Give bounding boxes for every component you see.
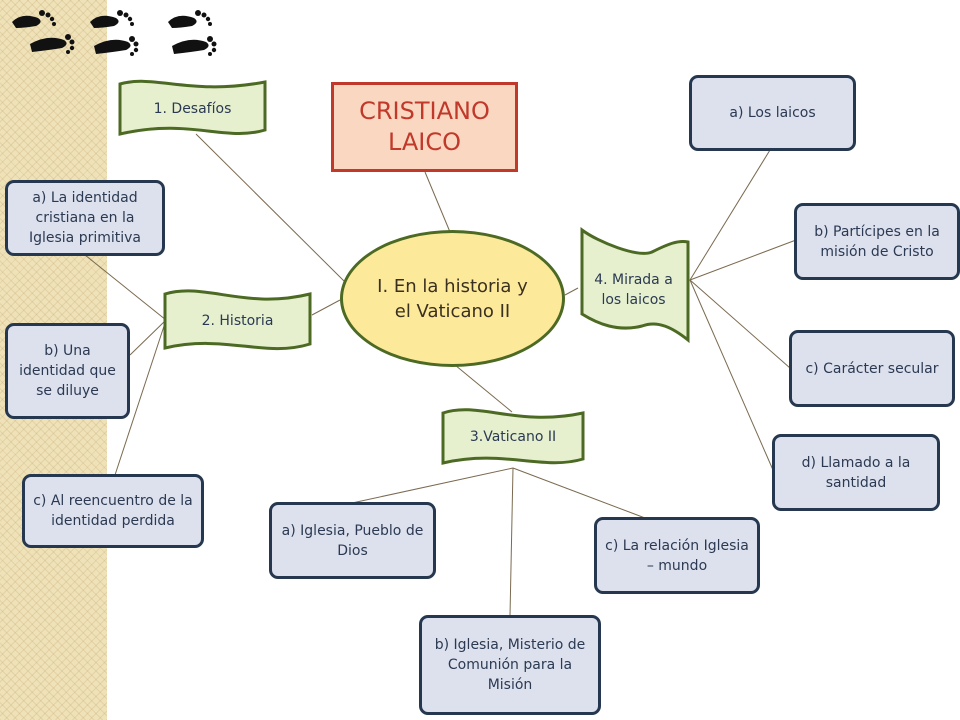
banner-mirada-laicos: 4. Mirada a los laicos [578,227,691,344]
connector-line [512,467,646,519]
footprints-icon [168,10,217,56]
node-text: c) Carácter secular [805,360,939,377]
connector-line [311,299,341,316]
node-text: a) Los laicos [729,105,816,121]
connector-line [114,319,167,476]
banner-label: 1. Desafíos [153,100,232,117]
banner-shape [580,227,690,344]
node-historia-a: a) La identidad cristiana en la Iglesia … [5,180,165,256]
connector-line [424,171,451,233]
node-historia-c: c) Al reencuentro de la identidad perdid… [22,474,204,548]
connector-line [351,467,514,504]
node-text: d) Llamado a la santidad [801,454,911,491]
banner-vaticano: 3.Vaticano II [441,407,585,467]
banner-shape [163,289,312,351]
node-text: b) Una identidad que se diluye [19,343,116,399]
node-laicos-a: a) Los laicos [689,75,856,151]
node-text: a) La identidad cristiana en la Iglesia … [28,190,142,246]
node-vaticano-c: c) La relación Iglesia – mundo [594,517,760,594]
connector-line [129,319,167,356]
node-laicos-b: b) Partícipes en la misión de Cristo [794,203,960,280]
connector-line [509,467,514,617]
node-text: b) Iglesia, Misterio de Comunión para la… [434,637,586,693]
connector-line [195,133,346,283]
title-text: CRISTIANO LAICO [359,97,490,156]
node-historia-b: b) Una identidad que se diluye [5,323,130,419]
central-topic-text: I. En la historia y el Vaticano II [377,275,528,322]
central-topic-ellipse: I. En la historia y el Vaticano II [340,230,565,367]
banner-label: 3.Vaticano II [469,429,557,445]
connector-line [84,254,167,321]
node-text: c) Al reencuentro de la identidad perdid… [33,493,193,529]
connector-line [689,279,774,471]
banner-shape [118,79,267,136]
connector-line [689,279,791,369]
node-vaticano-a: a) Iglesia, Pueblo de Dios [269,502,436,579]
node-text: c) La relación Iglesia – mundo [605,537,749,574]
banner-shape [441,408,585,465]
node-laicos-d: d) Llamado a la santidad [772,434,940,511]
node-text: b) Partícipes en la misión de Cristo [814,223,940,260]
footprints-decoration [12,10,217,56]
node-text: a) Iglesia, Pueblo de Dios [281,522,424,559]
node-vaticano-b: b) Iglesia, Misterio de Comunión para la… [419,615,601,715]
connector-line [454,364,513,413]
connector-line [689,149,771,281]
banner-label: 2. Historia [201,312,274,329]
footprints-icon [12,10,75,54]
banner-desafios: 1. Desafíos [118,79,267,137]
banner-historia: 2. Historia [163,288,312,353]
title-box: CRISTIANO LAICO [331,82,518,172]
footprints-icon [90,10,139,56]
connector-line [564,287,579,296]
connector-line [689,239,797,281]
node-laicos-c: c) Carácter secular [789,330,955,407]
banner-label: 4. Mirada a los laicos [594,271,673,308]
